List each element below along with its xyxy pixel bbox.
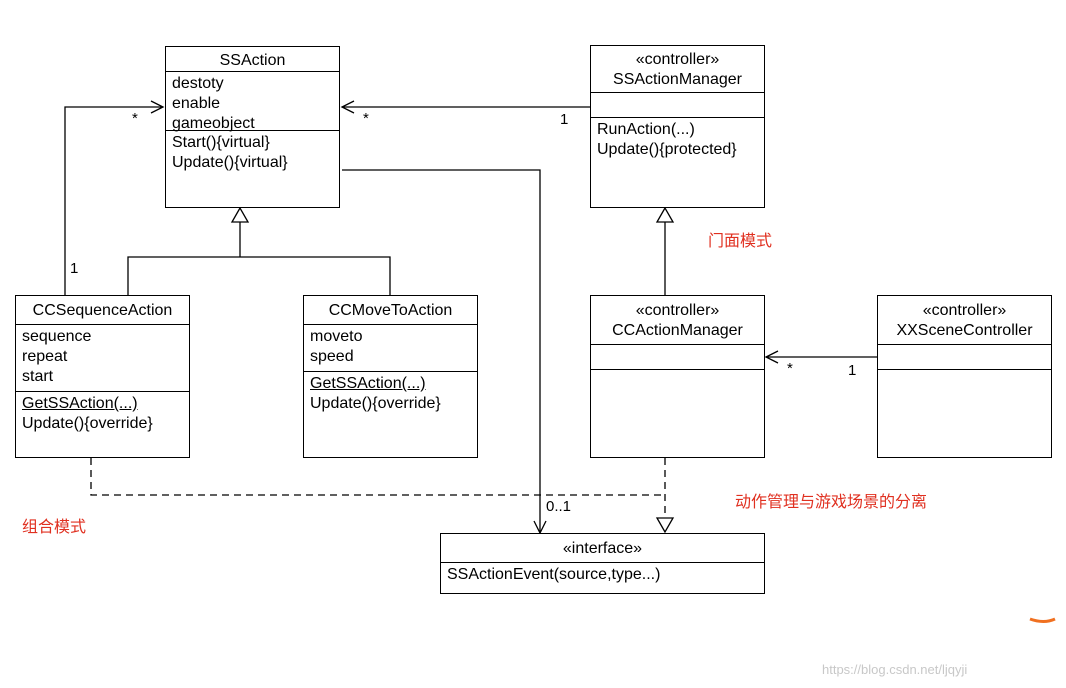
method: SSActionEvent(source,type...) — [447, 566, 661, 583]
scene-association-arrow — [764, 350, 779, 364]
class-ccsequenceaction[interactable]: CCSequenceAction sequence repeat start G… — [15, 295, 190, 458]
attribute: moveto — [310, 328, 363, 345]
attribute: gameobject — [172, 115, 255, 132]
multiplicity-label: 0..1 — [546, 498, 572, 515]
inheritance-triangle — [230, 206, 250, 223]
class-ssaction[interactable]: SSAction destoty enable gameobject Start… — [165, 46, 340, 208]
multiplicity-label: 1 — [70, 260, 79, 277]
multiplicity-label: * — [132, 110, 138, 127]
class-stereotype: «controller» — [635, 302, 720, 319]
inheritance-line — [127, 256, 391, 295]
interface-ssactionevent[interactable]: «interface» SSActionEvent(source,type...… — [440, 533, 765, 594]
class-xxscenecontroller[interactable]: «controller» XXSceneController — [877, 295, 1052, 458]
method: Update(){override} — [310, 395, 441, 412]
attributes-section — [591, 93, 764, 118]
method: Update(){virtual} — [172, 154, 288, 171]
attribute: sequence — [22, 328, 92, 345]
class-stereotype: «controller» — [922, 302, 1007, 319]
methods-section: Start(){virtual} Update(){virtual} — [166, 131, 339, 175]
class-name: CCActionManager — [612, 322, 743, 339]
static-method: GetSSAction(...) — [310, 375, 426, 392]
methods-section: GetSSAction(...) Update(){override} — [304, 372, 477, 416]
note-facade-pattern: 门面模式 — [708, 231, 773, 250]
methods-section — [878, 370, 1051, 374]
methods-section: RunAction(...) Update(){protected} — [591, 118, 764, 162]
method: Update(){protected} — [597, 141, 737, 158]
attributes-section: sequence repeat start — [16, 325, 189, 392]
attribute: repeat — [22, 348, 68, 365]
class-name: CCMoveToAction — [304, 296, 477, 325]
class-name: CCSequenceAction — [16, 296, 189, 325]
method: RunAction(...) — [597, 121, 695, 138]
interface-stereotype: «interface» — [441, 534, 764, 563]
class-name: SSAction — [166, 47, 339, 72]
class-name: XXSceneController — [896, 322, 1033, 339]
method: Update(){override} — [22, 415, 153, 432]
class-ccactionmanager[interactable]: «controller» CCActionManager — [590, 295, 765, 458]
multiplicity-label: * — [363, 110, 369, 127]
multiplicity-label: 1 — [848, 362, 857, 379]
static-method: GetSSAction(...) — [22, 395, 138, 412]
attribute: enable — [172, 95, 221, 112]
methods-section: GetSSAction(...) Update(){override} — [16, 392, 189, 436]
realization-triangle — [655, 517, 675, 534]
attribute: speed — [310, 348, 354, 365]
class-header: «controller» SSActionManager — [591, 46, 764, 93]
attributes-section: destoty enable gameobject — [166, 72, 339, 132]
class-header: «controller» XXSceneController — [878, 296, 1051, 345]
note-composite-pattern: 组合模式 — [22, 517, 87, 536]
multiplicity-label: 1 — [560, 111, 569, 128]
class-ccmovetoaction[interactable]: CCMoveToAction moveto speed GetSSAction(… — [303, 295, 478, 458]
realization-dashed-line — [90, 458, 665, 496]
attributes-section: moveto speed — [304, 325, 477, 372]
attributes-section — [591, 345, 764, 370]
attribute: start — [22, 368, 54, 385]
note-separation: 动作管理与游戏场景的分离 — [735, 492, 928, 511]
orange-corner-mark — [1029, 617, 1056, 623]
methods-section — [591, 370, 764, 374]
class-ssactionmanager[interactable]: «controller» SSActionManager RunAction(.… — [590, 45, 765, 208]
manager-association-arrow — [340, 100, 355, 114]
sequence-association-arrow — [150, 100, 165, 114]
sequence-association-line — [64, 106, 163, 295]
event-association-line — [342, 169, 541, 533]
multiplicity-label: * — [787, 360, 793, 377]
class-stereotype: «controller» — [635, 51, 720, 68]
attribute: destoty — [172, 75, 224, 92]
attributes-section — [878, 345, 1051, 370]
class-name: SSActionManager — [613, 71, 742, 88]
watermark: https://blog.csdn.net/ljqyji — [822, 662, 968, 677]
manager-inheritance-triangle — [655, 206, 675, 223]
methods-section: SSActionEvent(source,type...) — [441, 563, 764, 587]
method: Start(){virtual} — [172, 134, 270, 151]
class-header: «controller» CCActionManager — [591, 296, 764, 345]
